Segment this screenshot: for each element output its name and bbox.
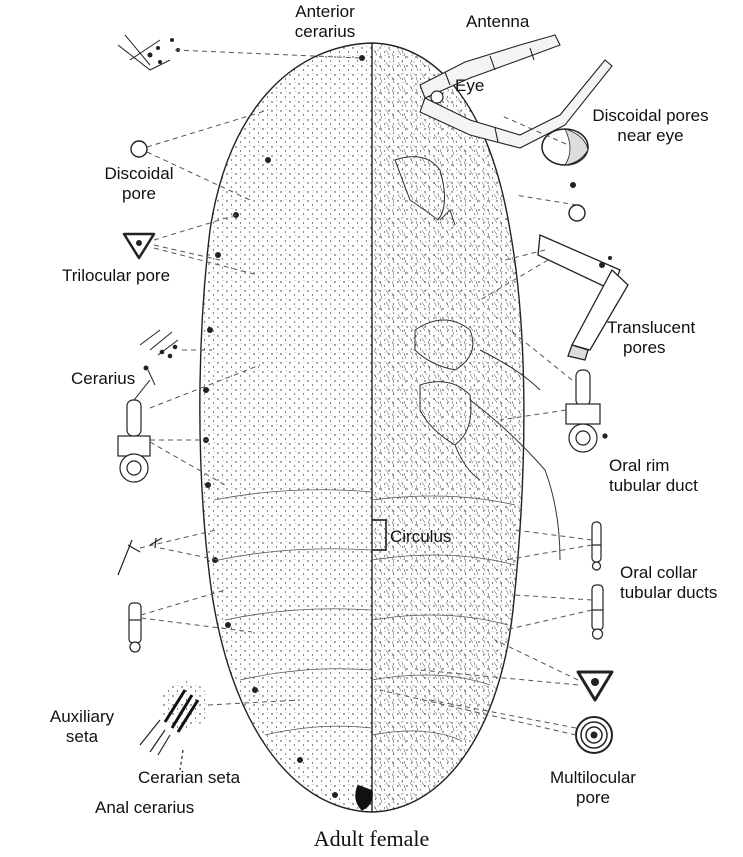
label-antenna: Antenna — [466, 12, 529, 32]
label-translucent-pores-line1: Translucent — [607, 318, 695, 338]
label-oral-rim-tubular-duct: Oral rim tubular duct — [609, 456, 698, 496]
oral-collar-ducts-right-inset — [592, 522, 603, 639]
label-auxiliary-seta-line2: seta — [37, 727, 127, 747]
label-discoidal-pores-near-eye: Discoidal pores near eye — [568, 106, 733, 146]
label-discoidal-pore-line2: pore — [84, 184, 194, 204]
label-circulus: Circulus — [390, 527, 451, 547]
cerarius-inset — [140, 330, 178, 385]
label-trilocular-pore: Trilocular pore — [62, 266, 170, 286]
label-discoidal-pore-line1: Discoidal — [84, 164, 194, 184]
label-auxiliary-seta: Auxiliary seta — [37, 707, 127, 747]
anterior-cerarius-inset — [118, 35, 180, 70]
label-eye: Eye — [455, 76, 484, 96]
label-cerarius: Cerarius — [71, 369, 135, 389]
label-discoidal-pore: Discoidal pore — [84, 164, 194, 204]
label-anterior-cerarius: Anterior cerarius — [280, 2, 370, 42]
label-multilocular-pore: Multilocular pore — [538, 768, 648, 808]
label-oral-collar-tubular-ducts-line2: tubular ducts — [620, 583, 717, 603]
label-cerarian-seta: Cerarian seta — [138, 768, 240, 788]
label-anterior-cerarius-line1: Anterior — [280, 2, 370, 22]
multilocular-pore-inset — [576, 717, 612, 753]
discoidal-pore-inset — [131, 141, 147, 157]
label-anterior-cerarius-line2: cerarius — [280, 22, 370, 42]
oral-rim-tubular-duct-left-inset — [118, 380, 150, 482]
anal-cerarius-inset — [140, 681, 209, 770]
label-discoidal-pores-near-eye-line1: Discoidal pores — [568, 106, 733, 126]
label-multilocular-pore-line1: Multilocular — [538, 768, 648, 788]
oral-collar-duct-left-inset — [129, 603, 141, 652]
label-oral-collar-tubular-ducts: Oral collar tubular ducts — [620, 563, 717, 603]
label-auxiliary-seta-line1: Auxiliary — [37, 707, 127, 727]
trilocular-pore-inset — [124, 234, 154, 258]
seta-inset — [118, 538, 162, 575]
label-oral-collar-tubular-ducts-line1: Oral collar — [620, 563, 717, 583]
label-discoidal-pores-near-eye-line2: near eye — [568, 126, 733, 146]
label-oral-rim-tubular-duct-line2: tubular duct — [609, 476, 698, 496]
label-anal-cerarius: Anal cerarius — [95, 798, 194, 818]
label-oral-rim-tubular-duct-line1: Oral rim — [609, 456, 698, 476]
label-translucent-pores-line2: pores — [607, 338, 695, 358]
body-outline — [200, 43, 524, 812]
oral-rim-tubular-duct-right-inset — [566, 370, 607, 452]
trilocular-pore-right-inset — [578, 672, 612, 700]
figure-caption: Adult female — [0, 826, 743, 852]
eye — [431, 91, 443, 103]
label-multilocular-pore-line2: pore — [538, 788, 648, 808]
label-translucent-pores: Translucent pores — [607, 318, 695, 358]
